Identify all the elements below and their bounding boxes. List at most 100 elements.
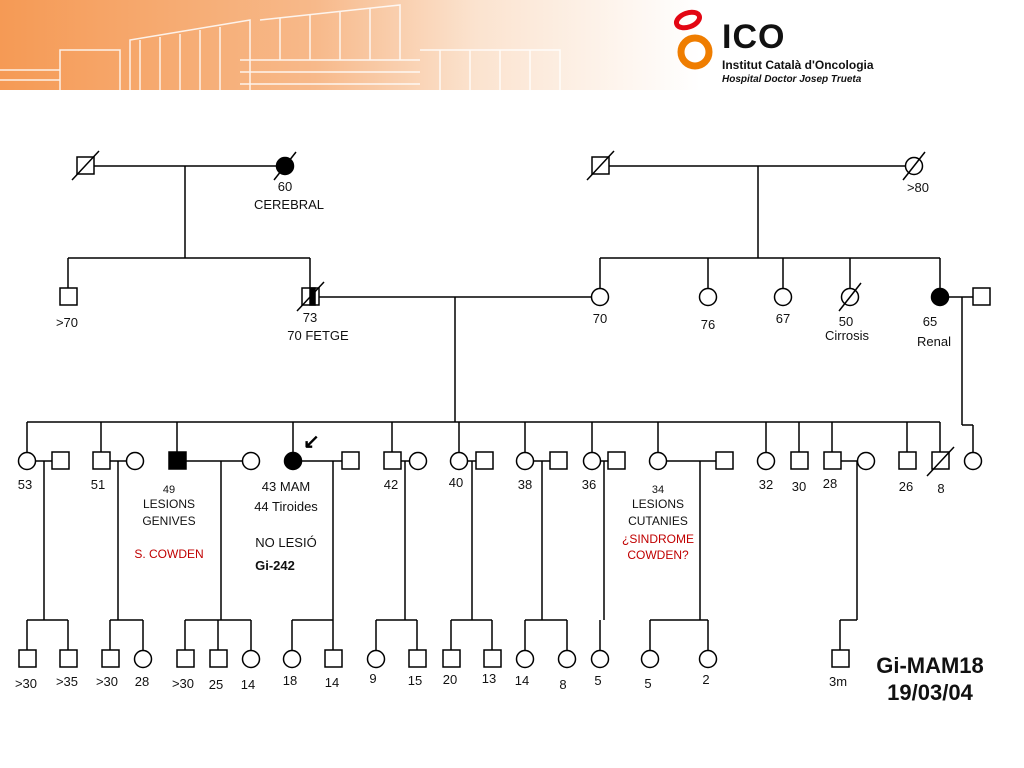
label: Renal	[917, 334, 951, 349]
g3-sib-34	[648, 451, 668, 471]
label: NO LESIÓ	[255, 535, 316, 550]
label: 30	[792, 479, 806, 494]
label: 8	[937, 481, 944, 496]
label: LESIONS	[632, 497, 684, 511]
maternal-aunt-65-spouse	[972, 287, 991, 306]
label: CEREBRAL	[254, 197, 324, 212]
g4-child	[366, 649, 386, 669]
label: 3m	[829, 674, 847, 689]
g4-child	[241, 649, 261, 669]
g3-aunt-child	[963, 451, 983, 471]
label-note: S. COWDEN	[134, 547, 203, 561]
label: 40	[449, 475, 463, 490]
g3-sib-36	[582, 451, 602, 471]
label: 8	[559, 677, 566, 692]
label: 70 FETGE	[287, 328, 349, 343]
logo-name: ICO	[722, 18, 786, 56]
label: >35	[56, 674, 78, 689]
label: 9	[369, 671, 376, 686]
paternal-uncle	[59, 287, 78, 306]
g4-child	[408, 649, 427, 668]
g3-sib-40	[449, 451, 469, 471]
label: Cirrosis	[825, 328, 870, 343]
g3-sib-38	[515, 451, 535, 471]
maternal-aunt-76	[698, 287, 718, 307]
label: 50	[839, 314, 853, 329]
g4-child	[640, 649, 660, 669]
label: 53	[18, 477, 32, 492]
label: 67	[776, 311, 790, 326]
label: 20	[443, 672, 457, 687]
g3-spouse-49	[241, 451, 261, 471]
proband-spouse	[341, 451, 360, 470]
pedigree-date: 19/03/04	[887, 680, 973, 705]
label: 51	[91, 477, 105, 492]
label: 34	[652, 484, 664, 496]
pedigree-labels: 60 CEREBRAL >80 >70 73 70 FETGE 70 76 67…	[15, 179, 951, 692]
label: 65	[923, 314, 937, 329]
g4-child	[176, 649, 195, 668]
g3-cousin-26	[898, 451, 917, 470]
logo-subtitle-hospital: Hospital Doctor Josep Trueta	[722, 74, 862, 85]
label: 28	[135, 674, 149, 689]
g4-child	[698, 649, 718, 669]
g3-spouse-28	[856, 451, 876, 471]
label: 5	[594, 673, 601, 688]
proband	[283, 451, 303, 471]
label: 38	[518, 477, 532, 492]
g3-sib-51	[92, 451, 111, 470]
g3-sib-42	[383, 451, 402, 470]
label: GENIVES	[142, 514, 195, 528]
label: 15	[408, 673, 422, 688]
label: LESIONS	[143, 497, 195, 511]
g3-cousin-32	[756, 451, 776, 471]
label: >70	[56, 315, 78, 330]
g4-child	[442, 649, 461, 668]
g4-child	[324, 649, 343, 668]
g4-child	[133, 649, 153, 669]
label: >30	[15, 676, 37, 691]
label: 76	[701, 317, 715, 332]
maternal-aunt-65	[930, 287, 950, 307]
label: 13	[482, 671, 496, 686]
g3-cousin-28	[823, 451, 842, 470]
label: >30	[172, 676, 194, 691]
header-banner	[0, 0, 700, 90]
label: 14	[515, 673, 529, 688]
label: 36	[582, 477, 596, 492]
g4-child	[282, 649, 302, 669]
mother	[590, 287, 610, 307]
label-note: ¿SINDROME	[622, 532, 694, 546]
g4-child	[483, 649, 502, 668]
label: CUTANIES	[628, 514, 688, 528]
label: 42	[384, 477, 398, 492]
ico-logo-icon	[673, 9, 713, 70]
ico-logo: ICO Institut Català d'Oncologia Hospital…	[672, 8, 1012, 88]
g4-child	[515, 649, 535, 669]
g3-sib-49-affected	[168, 451, 187, 470]
label: 60	[278, 179, 292, 194]
label: 28	[823, 476, 837, 491]
family-id-block: Gi-MAM18 19/03/04	[860, 652, 1000, 706]
g3-cousin-30	[790, 451, 809, 470]
g3-sib-53	[17, 451, 37, 471]
family-id: Gi-MAM18	[876, 653, 984, 678]
g4-child	[18, 649, 37, 668]
label: >80	[907, 180, 929, 195]
label: 73	[303, 310, 317, 325]
label-note: COWDEN?	[627, 548, 689, 562]
g3-spouse-36	[607, 451, 626, 470]
label: 43 MAM	[262, 479, 310, 494]
g4-child	[557, 649, 577, 669]
g4-child	[101, 649, 120, 668]
label: 18	[283, 673, 297, 688]
g3-spouse-38	[549, 451, 568, 470]
g3-spouse-34	[715, 451, 734, 470]
label: >30	[96, 674, 118, 689]
g4-child	[831, 649, 850, 668]
building-sketch	[0, 4, 561, 90]
g3-spouse-40	[475, 451, 494, 470]
logo-subtitle-institute: Institut Català d'Oncologia	[722, 58, 874, 72]
g4-child	[59, 649, 78, 668]
